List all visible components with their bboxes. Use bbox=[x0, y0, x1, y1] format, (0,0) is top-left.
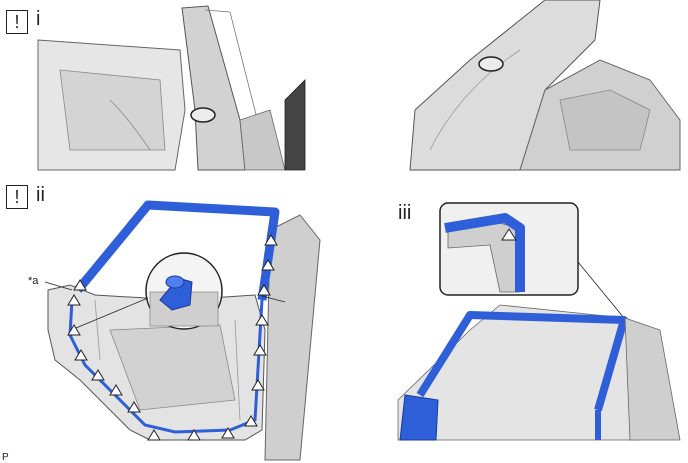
triangle-clip-icon bbox=[67, 324, 81, 336]
step-label-iii: iii bbox=[398, 202, 412, 224]
callout-a-left: *a bbox=[28, 275, 39, 287]
panel-ii-door-drawing bbox=[44, 200, 321, 461]
clip-marker-group bbox=[67, 234, 278, 441]
panel-i-left-drawing bbox=[37, 5, 306, 171]
triangle-clip-icon bbox=[91, 369, 105, 381]
triangle-clip-icon bbox=[261, 259, 275, 271]
panel-i-right-drawing bbox=[409, 0, 681, 171]
triangle-clip-icon bbox=[147, 429, 161, 441]
triangle-clip-icon bbox=[264, 234, 278, 246]
triangle-clip-icon bbox=[257, 284, 271, 296]
triangle-clip-icon bbox=[74, 349, 88, 361]
triangle-clip-icon bbox=[127, 401, 141, 413]
triangle-clip-icon bbox=[73, 279, 87, 291]
triangle-clip-icon bbox=[221, 427, 235, 439]
step-label-ii: ii bbox=[36, 184, 45, 206]
panel-iii-drawing bbox=[397, 202, 681, 441]
caution-icon-top: ! bbox=[6, 10, 28, 34]
caution-icon-middle: ! bbox=[6, 185, 28, 209]
triangle-clip-icon bbox=[255, 314, 269, 326]
triangle-clip-icon bbox=[501, 228, 517, 241]
triangle-clip-icon bbox=[187, 429, 201, 441]
triangle-clip-icon bbox=[253, 344, 267, 356]
triangle-clip-icon bbox=[244, 415, 258, 427]
footer-code: P bbox=[2, 452, 9, 463]
location-marker-ellipse bbox=[190, 107, 216, 123]
step-label-i: i bbox=[36, 8, 41, 30]
triangle-clip-icon bbox=[109, 384, 123, 396]
triangle-clip-icon bbox=[251, 379, 265, 391]
location-marker-ellipse-2 bbox=[478, 56, 504, 72]
triangle-clip-icon bbox=[67, 294, 81, 306]
